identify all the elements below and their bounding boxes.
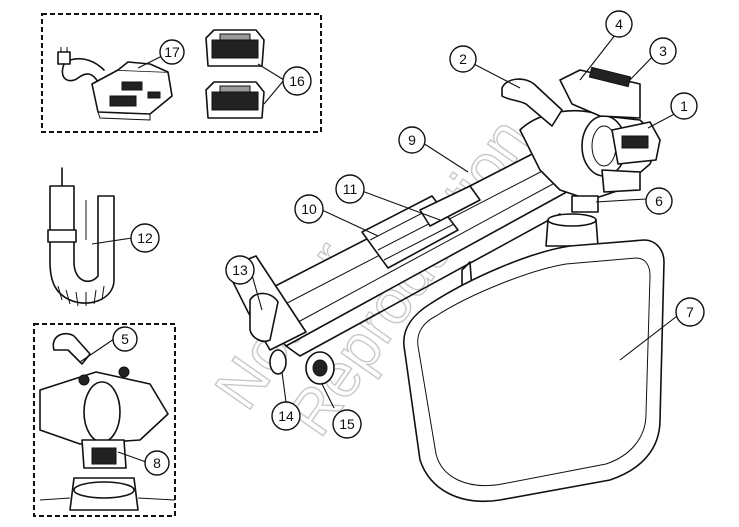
- callout-2-label: 2: [459, 51, 467, 67]
- callout-8-label: 8: [153, 455, 161, 471]
- callout-1-label: 1: [680, 98, 688, 114]
- shoulder-strap-illustration: [47, 167, 115, 307]
- callout-12: 12: [130, 223, 160, 253]
- callout-8: 8: [144, 450, 170, 476]
- callout-1: 1: [670, 92, 698, 120]
- callout-6: 6: [645, 187, 673, 215]
- battery-bottom-illustration: [205, 81, 265, 119]
- charger-battery-box: [41, 13, 322, 133]
- callout-9-label: 9: [408, 132, 416, 148]
- callout-13: 13: [225, 255, 255, 285]
- charger-illustration: [57, 47, 173, 121]
- callout-7-label: 7: [686, 304, 694, 320]
- battery-top-illustration: [205, 29, 265, 67]
- detail-box: [33, 323, 176, 517]
- callout-4: 4: [605, 10, 633, 38]
- callout-14-label: 14: [278, 408, 294, 424]
- callout-9: 9: [398, 126, 426, 154]
- callout-13-label: 13: [232, 262, 248, 278]
- callout-11: 11: [335, 174, 365, 204]
- callout-4-label: 4: [615, 16, 623, 32]
- callout-12-label: 12: [137, 230, 153, 246]
- leader-lines: [79, 29, 685, 463]
- callout-6-label: 6: [655, 193, 663, 209]
- collection-bag-illustration: [403, 239, 665, 502]
- callout-16: 16: [282, 66, 312, 96]
- callout-15-label: 15: [339, 416, 355, 432]
- callout-3-label: 3: [659, 43, 667, 59]
- callout-3: 3: [649, 37, 677, 65]
- callout-7: 7: [675, 297, 705, 327]
- callout-10: 10: [294, 194, 324, 224]
- callout-15: 15: [332, 409, 362, 439]
- callout-17-label: 17: [164, 44, 180, 60]
- callout-5-label: 5: [121, 331, 129, 347]
- callout-2: 2: [449, 45, 477, 73]
- callout-11-label: 11: [343, 181, 358, 197]
- detail-illustration: [39, 332, 176, 511]
- callout-17: 17: [159, 39, 185, 65]
- callout-10-label: 10: [301, 201, 317, 217]
- callout-14: 14: [271, 401, 301, 431]
- callout-16-label: 16: [289, 73, 305, 89]
- callout-5: 5: [112, 326, 138, 352]
- blower-vacuum-illustration: [225, 66, 661, 385]
